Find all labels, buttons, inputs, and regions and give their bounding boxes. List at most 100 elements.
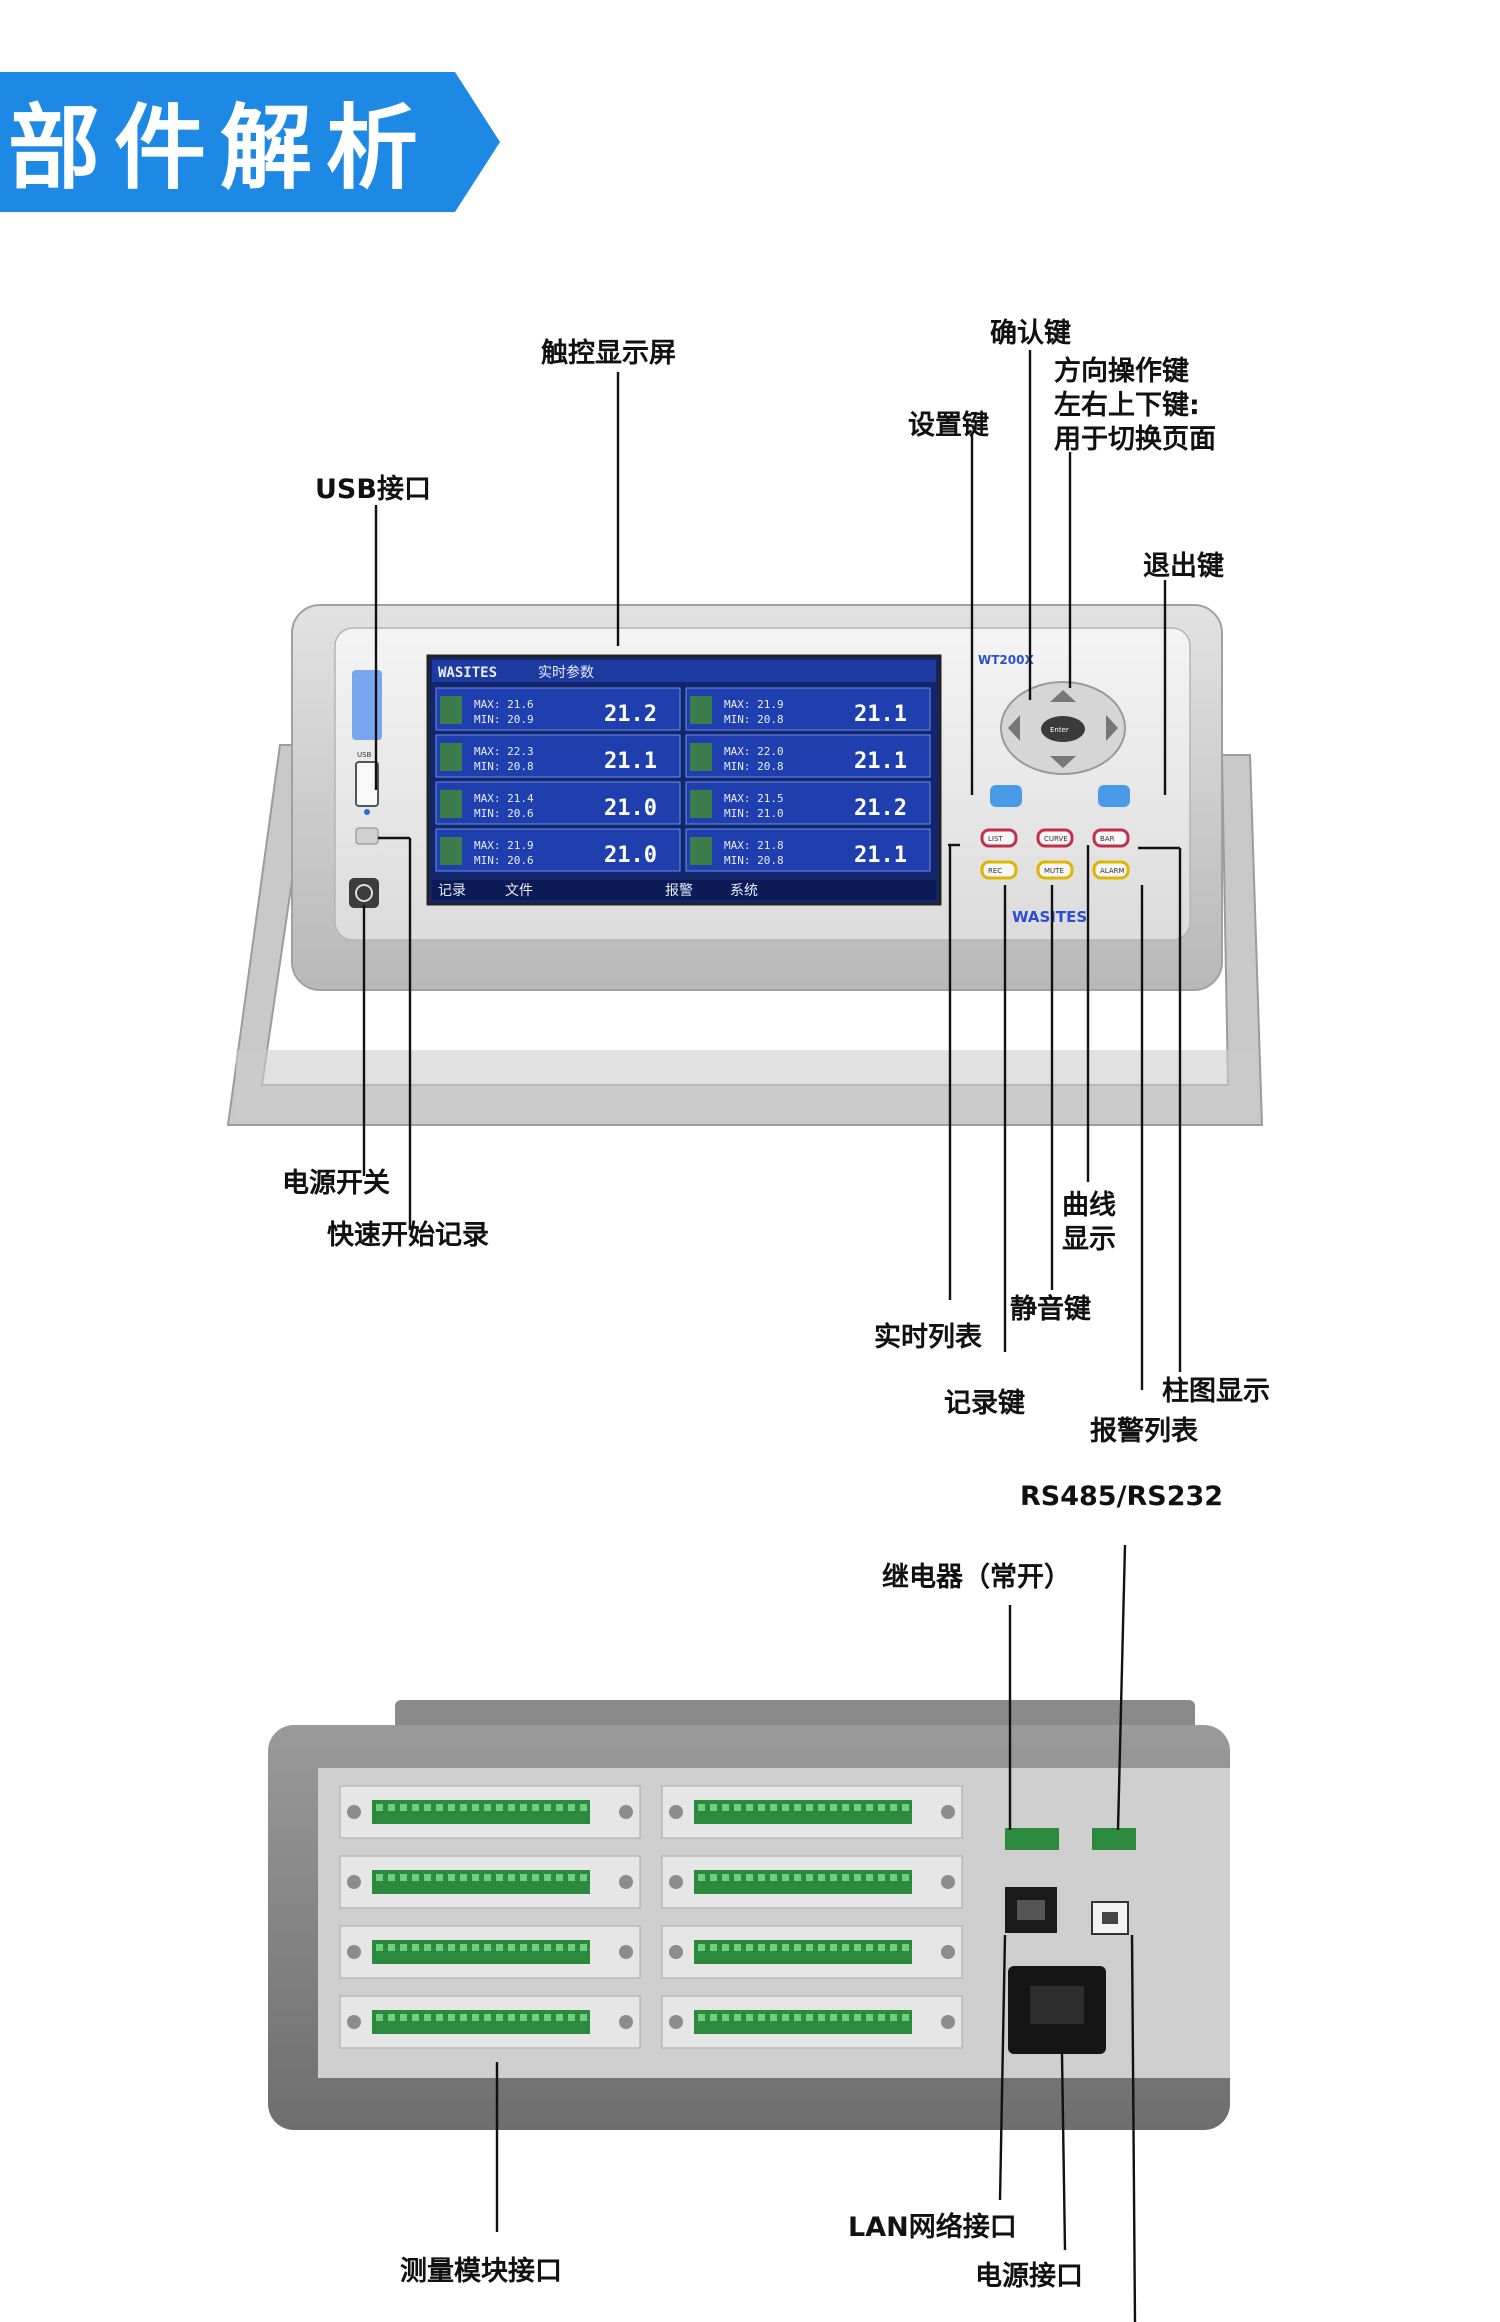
terminal-pin — [544, 1874, 551, 1881]
footer-record[interactable]: 记录 — [438, 883, 466, 899]
channel-icon — [690, 790, 712, 818]
terminal-pin — [734, 2014, 741, 2021]
terminal-pin — [412, 1944, 419, 1951]
measurement-module[interactable] — [339, 1925, 641, 1979]
terminal-pin — [866, 2014, 873, 2021]
terminal-pin — [580, 2014, 587, 2021]
power-icon — [355, 884, 373, 902]
terminal-pin — [830, 2014, 837, 2021]
function-key[interactable] — [980, 828, 1018, 848]
power-switch[interactable] — [349, 878, 379, 908]
usb-port[interactable] — [355, 761, 379, 807]
terminal-pin — [758, 1874, 765, 1881]
module-screw — [669, 1875, 683, 1889]
panel-brand: WASITES — [1012, 908, 1087, 926]
terminal-pin — [758, 1804, 765, 1811]
leader-lines — [362, 350, 1182, 2322]
reading-min: MIN: 20.8 — [724, 854, 784, 867]
screen-header — [432, 660, 936, 682]
function-key[interactable] — [1036, 828, 1074, 848]
terminal-pin — [818, 2014, 825, 2021]
title-banner: 部件解析 — [0, 72, 500, 212]
terminal-pin — [710, 1874, 717, 1881]
terminal-pin — [532, 2014, 539, 2021]
reading-value: 21.1 — [604, 749, 657, 774]
channel-icon — [440, 696, 462, 724]
banner-title: 部件解析 — [8, 95, 432, 202]
terminal-pin — [544, 1944, 551, 1951]
terminal-pin — [878, 2014, 885, 2021]
enter-key[interactable] — [1041, 716, 1085, 742]
handle-bar — [236, 1050, 1256, 1120]
terminal-pin — [568, 2014, 575, 2021]
function-key[interactable] — [1092, 828, 1130, 848]
quick-record-button[interactable] — [355, 827, 379, 845]
terminal-pin — [472, 1804, 479, 1811]
terminal-pin — [902, 1874, 909, 1881]
terminal-pin — [544, 1804, 551, 1811]
terminal-pin — [890, 1804, 897, 1811]
terminal-pin — [794, 1874, 801, 1881]
arrow-up-icon[interactable] — [1050, 690, 1076, 702]
reading-cell-bg — [685, 734, 931, 778]
terminal-pin — [722, 1874, 729, 1881]
terminal-pin — [722, 1944, 729, 1951]
terminal-pin — [448, 1874, 455, 1881]
terminal-pin — [484, 1804, 491, 1811]
footer-system[interactable]: 系统 — [730, 883, 758, 899]
measurement-module[interactable] — [339, 1785, 641, 1839]
relay-terminal[interactable] — [1005, 1828, 1059, 1850]
function-key[interactable] — [980, 860, 1018, 880]
reading-cell-bg — [435, 781, 681, 825]
terminal-pin — [388, 2014, 395, 2021]
measurement-module[interactable] — [661, 1925, 963, 1979]
status-led — [364, 809, 370, 815]
function-key-label: MUTE — [1044, 867, 1064, 875]
terminal-pin — [412, 2014, 419, 2021]
footer-file[interactable]: 文件 — [505, 883, 533, 899]
label-power-switch: 电源开关 — [282, 1168, 390, 1199]
terminal-pin — [532, 1804, 539, 1811]
rs485-terminal[interactable] — [1092, 1828, 1136, 1850]
reading-min: MIN: 20.9 — [474, 713, 534, 726]
arrow-right-icon[interactable] — [1106, 715, 1118, 741]
function-key-label: REC — [988, 867, 1002, 875]
arrow-left-icon[interactable] — [1008, 715, 1020, 741]
terminal-pin — [734, 1874, 741, 1881]
reading-max: MAX: 21.9 — [474, 839, 534, 852]
terminal-pin — [782, 1874, 789, 1881]
terminal-pin — [412, 1874, 419, 1881]
measurement-module[interactable] — [339, 1995, 641, 2049]
terminal-pin — [424, 1874, 431, 1881]
reading-value: 21.1 — [854, 702, 907, 727]
terminal-pin — [556, 2014, 563, 2021]
banner-shape — [0, 72, 500, 212]
terminal-pin — [568, 1804, 575, 1811]
label-confirm-key: 确认键 — [990, 317, 1071, 349]
usb-b-socket — [1102, 1912, 1118, 1924]
settings-key[interactable] — [990, 785, 1022, 807]
function-key[interactable] — [1092, 860, 1130, 880]
terminal-pin — [842, 2014, 849, 2021]
function-key-label: LIST — [988, 835, 1003, 843]
terminal-pin — [890, 2014, 897, 2021]
measurement-module[interactable] — [661, 1785, 963, 1839]
terminal-pin — [400, 2014, 407, 2021]
terminal-pin — [508, 1804, 515, 1811]
function-key[interactable] — [1036, 860, 1074, 880]
footer-alarm[interactable]: 报警 — [665, 883, 693, 899]
terminal-pin — [734, 1944, 741, 1951]
arrow-down-icon[interactable] — [1050, 756, 1076, 768]
exit-key[interactable] — [1098, 785, 1130, 807]
measurement-module[interactable] — [661, 1995, 963, 2049]
measurement-module[interactable] — [661, 1855, 963, 1909]
measurement-module[interactable] — [339, 1855, 641, 1909]
